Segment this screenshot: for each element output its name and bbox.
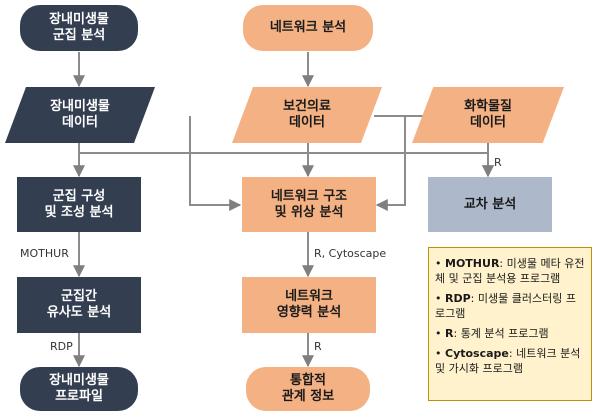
legend-desc: 통계 분석 프로그램 <box>460 327 549 340</box>
edge-chemical-to-structure <box>375 116 406 211</box>
node-cross-analysis: 교차 분석 <box>428 177 552 232</box>
legend-term: R <box>445 327 454 340</box>
legend-item: • R: 통계 분석 프로그램 <box>435 327 549 340</box>
node-network-structure: 네트워크 구조 및 위상 분석 <box>242 177 376 232</box>
legend-term: MOTHUR <box>445 257 500 270</box>
legend-item: • MOTHUR: 미생물 메타 유전체 및 군집 분석용 프로그램 <box>435 257 585 285</box>
legend-desc: 미생물 메타 유전체 및 군집 분석용 프로그램 <box>435 257 585 285</box>
node-integrated-relation: 통합적 관계 정보 <box>246 367 370 411</box>
node-community-similarity: 군집간 유사도 분석 <box>17 277 141 333</box>
legend-term: Cytoscape <box>445 347 509 360</box>
node-gut-microbe-data: 장내미생물 데이터 <box>5 87 155 143</box>
node-chemical-data: 화학물질 데이터 <box>412 87 564 143</box>
node-network-analysis: 네트워크 분석 <box>243 5 373 51</box>
node-network-influence: 네트워크 영향력 분석 <box>242 277 376 333</box>
edge-gutdata-to-structure <box>189 116 242 211</box>
legend-desc: 네트워크 분석 및 가시화 프로그램 <box>435 347 581 375</box>
edge-label-rdp: RDP <box>50 340 73 353</box>
legend-term: RDP <box>445 292 471 305</box>
node-health-medical-data: 보건의료 데이터 <box>232 87 382 143</box>
edge-label-r-cross: R <box>494 156 502 169</box>
node-community-composition: 군집 구성 및 조성 분석 <box>17 177 141 232</box>
legend-item: • Cytoscape: 네트워크 분석 및 가시화 프로그램 <box>435 347 581 375</box>
legend-item: • RDP: 미생물 클러스터링 프로그램 <box>435 292 576 320</box>
legend-desc: 미생물 클러스터링 프로그램 <box>435 292 576 320</box>
node-gut-microbe-profile: 장내미생물 프로파일 <box>20 367 138 411</box>
edge-label-r-cytoscape: R, Cytoscape <box>314 247 387 260</box>
node-gut-community-analysis: 장내미생물 군집 분석 <box>20 5 138 51</box>
edge-label-r-influence: R <box>314 340 322 353</box>
legend-box: • MOTHUR: 미생물 메타 유전체 및 군집 분석용 프로그램 • RDP… <box>428 247 592 401</box>
edge-label-mothur: MOTHUR <box>20 247 69 260</box>
